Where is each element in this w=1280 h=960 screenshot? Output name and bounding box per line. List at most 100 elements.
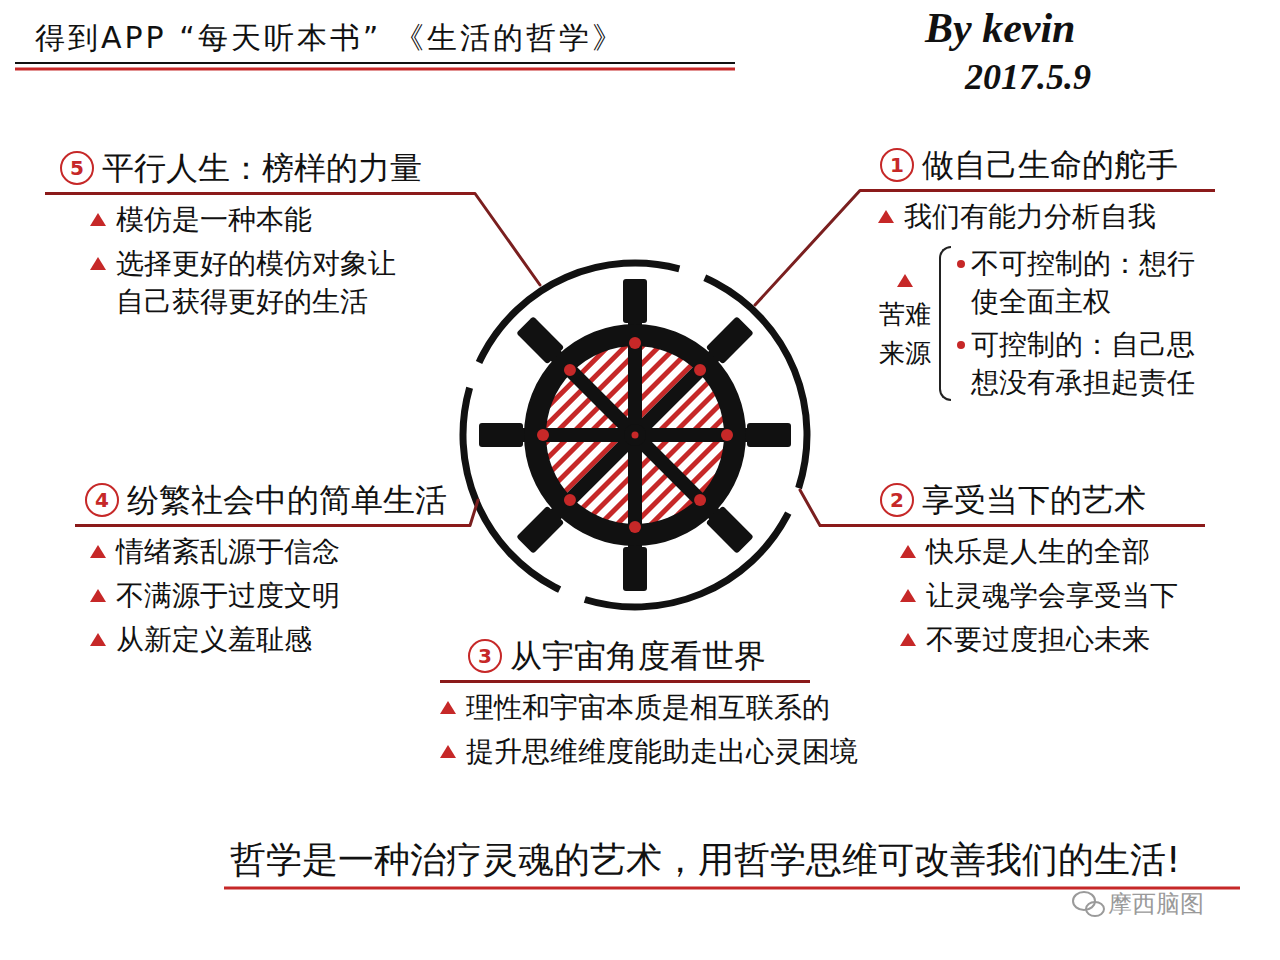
branch-heading: 1做自己生命的舵手	[860, 145, 1215, 192]
branch-line	[755, 191, 860, 306]
author-note: By kevin	[925, 4, 1075, 52]
branch-line	[475, 194, 540, 286]
callout-number: 1	[880, 148, 914, 182]
triangle-bullet	[440, 745, 456, 758]
callout-number: 2	[880, 483, 914, 517]
bullet-text: 情绪紊乱源于信念	[116, 533, 340, 571]
underline	[15, 68, 735, 71]
triangle-bullet	[900, 545, 916, 558]
dot-bullet	[957, 260, 965, 268]
wheel-hub	[624, 424, 646, 446]
triangle-bullet	[90, 257, 106, 270]
bullet-text: 我们有能力分析自我	[904, 198, 1156, 236]
topic-branch: 2享受当下的艺术快乐是人生的全部让灵魂学会享受当下不要过度担心未来	[820, 480, 1210, 658]
curly-bracket	[939, 246, 951, 401]
bullet-item: 情绪紊乱源于信念	[90, 533, 475, 571]
branch-line	[470, 500, 478, 526]
bullet-item: 我们有能力分析自我	[878, 198, 1220, 236]
bullet-text: 不要过度担心未来	[926, 621, 1150, 659]
branch-heading: 5平行人生：榜样的力量	[45, 148, 475, 195]
spoke-handle	[623, 279, 647, 323]
rim-dot	[629, 337, 641, 349]
topic-branch: 4纷繁社会中的简单生活情绪紊乱源于信念不满源于过度文明从新定义羞耻感	[75, 480, 475, 658]
rim-dot	[537, 429, 549, 441]
wheel-spokes	[479, 279, 791, 591]
rim-dot	[692, 361, 709, 378]
bullet-text: 快乐是人生的全部	[926, 533, 1150, 571]
callout-number: 3	[468, 639, 502, 673]
bullet-text: 让灵魂学会享受当下	[926, 577, 1178, 615]
triangle-bullet	[900, 633, 916, 646]
hub-dot	[632, 432, 639, 439]
underline	[224, 887, 1240, 890]
bullet-text: 提升思维维度能助走出心灵困境	[466, 733, 858, 771]
wheel-spoke	[623, 435, 647, 591]
group-label: 苦难来源	[878, 242, 931, 405]
sub-list: 不可控制的：想行使全面主权可控制的：自己思想没有承担起责任	[957, 242, 1220, 405]
heading-text: 享受当下的艺术	[922, 480, 1146, 520]
spoke-handle	[747, 423, 791, 447]
bullet-item: 选择更好的模仿对象让自己获得更好的生活	[90, 245, 475, 321]
bullet-item: 快乐是人生的全部	[900, 533, 1210, 571]
triangle-bullet	[90, 213, 106, 226]
heading-text: 纷繁社会中的简单生活	[127, 480, 447, 520]
spoke-handle	[479, 423, 523, 447]
triangle-bullet	[90, 633, 106, 646]
wechat-icon	[1073, 892, 1104, 916]
sub-text: 可控制的：自己思想没有承担起责任	[971, 326, 1220, 402]
triangle-bullet	[900, 589, 916, 602]
wheel-rim	[535, 335, 735, 535]
heading-text: 从宇宙角度看世界	[510, 636, 766, 676]
underline	[15, 62, 735, 64]
bullet-item: 从新定义羞耻感	[90, 621, 475, 659]
icon-bubble	[1086, 902, 1104, 916]
bullet-text: 不满源于过度文明	[116, 577, 340, 615]
wheel-spoke	[623, 279, 647, 435]
icon-bubble	[1073, 892, 1095, 910]
rim-dots	[537, 337, 733, 533]
triangle-bullet	[440, 701, 456, 714]
bullet-item: 模仿是一种本能	[90, 201, 475, 239]
triangle-bullet	[878, 210, 894, 223]
sub-text: 不可控制的：想行使全面主权	[971, 245, 1220, 321]
rim-dot	[561, 492, 578, 509]
branch-line	[800, 490, 820, 526]
rim-dot	[629, 521, 641, 533]
bracket-group: 苦难来源不可控制的：想行使全面主权可控制的：自己思想没有承担起责任	[878, 242, 1220, 405]
heading-text: 平行人生：榜样的力量	[102, 148, 422, 188]
group-text: 苦难来源	[878, 295, 931, 373]
wheel-spoke	[479, 423, 635, 447]
sub-item: 可控制的：自己思想没有承担起责任	[957, 326, 1220, 402]
wheel-spoke	[635, 423, 791, 447]
spoke-handle	[623, 547, 647, 591]
bullet-text: 理性和宇宙本质是相互联系的	[466, 689, 830, 727]
triangle-bullet	[90, 589, 106, 602]
rim-dot	[692, 492, 709, 509]
callout-number: 5	[60, 151, 94, 185]
rim-dot	[721, 429, 733, 441]
bullet-text: 从新定义羞耻感	[116, 621, 312, 659]
topic-branch: 3从宇宙角度看世界理性和宇宙本质是相互联系的提升思维维度能助走出心灵困境	[440, 636, 910, 771]
topic-branch: 1做自己生命的舵手我们有能力分析自我苦难来源不可控制的：想行使全面主权可控制的：…	[860, 145, 1220, 405]
ship-wheel	[402, 202, 867, 667]
topic-branch: 5平行人生：榜样的力量模仿是一种本能选择更好的模仿对象让自己获得更好的生活	[45, 148, 475, 320]
branch-heading: 4纷繁社会中的简单生活	[75, 480, 470, 527]
bullet-item: 提升思维维度能助走出心灵困境	[440, 733, 910, 771]
bullet-item: 不满源于过度文明	[90, 577, 475, 615]
dot-bullet	[957, 341, 965, 349]
heading-text: 做自己生命的舵手	[922, 145, 1178, 185]
watermark: 摩西脑图	[1108, 888, 1204, 920]
bullet-item: 不要过度担心未来	[900, 621, 1210, 659]
page-title: 得到APP “每天听本书” 《生活的哲学》	[35, 18, 625, 59]
bullet-item: 让灵魂学会享受当下	[900, 577, 1210, 615]
rim-dot	[561, 361, 578, 378]
triangle-bullet	[90, 545, 106, 558]
bullet-item: 理性和宇宙本质是相互联系的	[440, 689, 910, 727]
page-caption: 哲学是一种治疗灵魂的艺术，用哲学思维可改善我们的生活!	[230, 836, 1180, 885]
sub-item: 不可控制的：想行使全面主权	[957, 245, 1220, 321]
triangle-bullet	[897, 274, 913, 287]
author-note: 2017.5.9	[965, 56, 1091, 98]
